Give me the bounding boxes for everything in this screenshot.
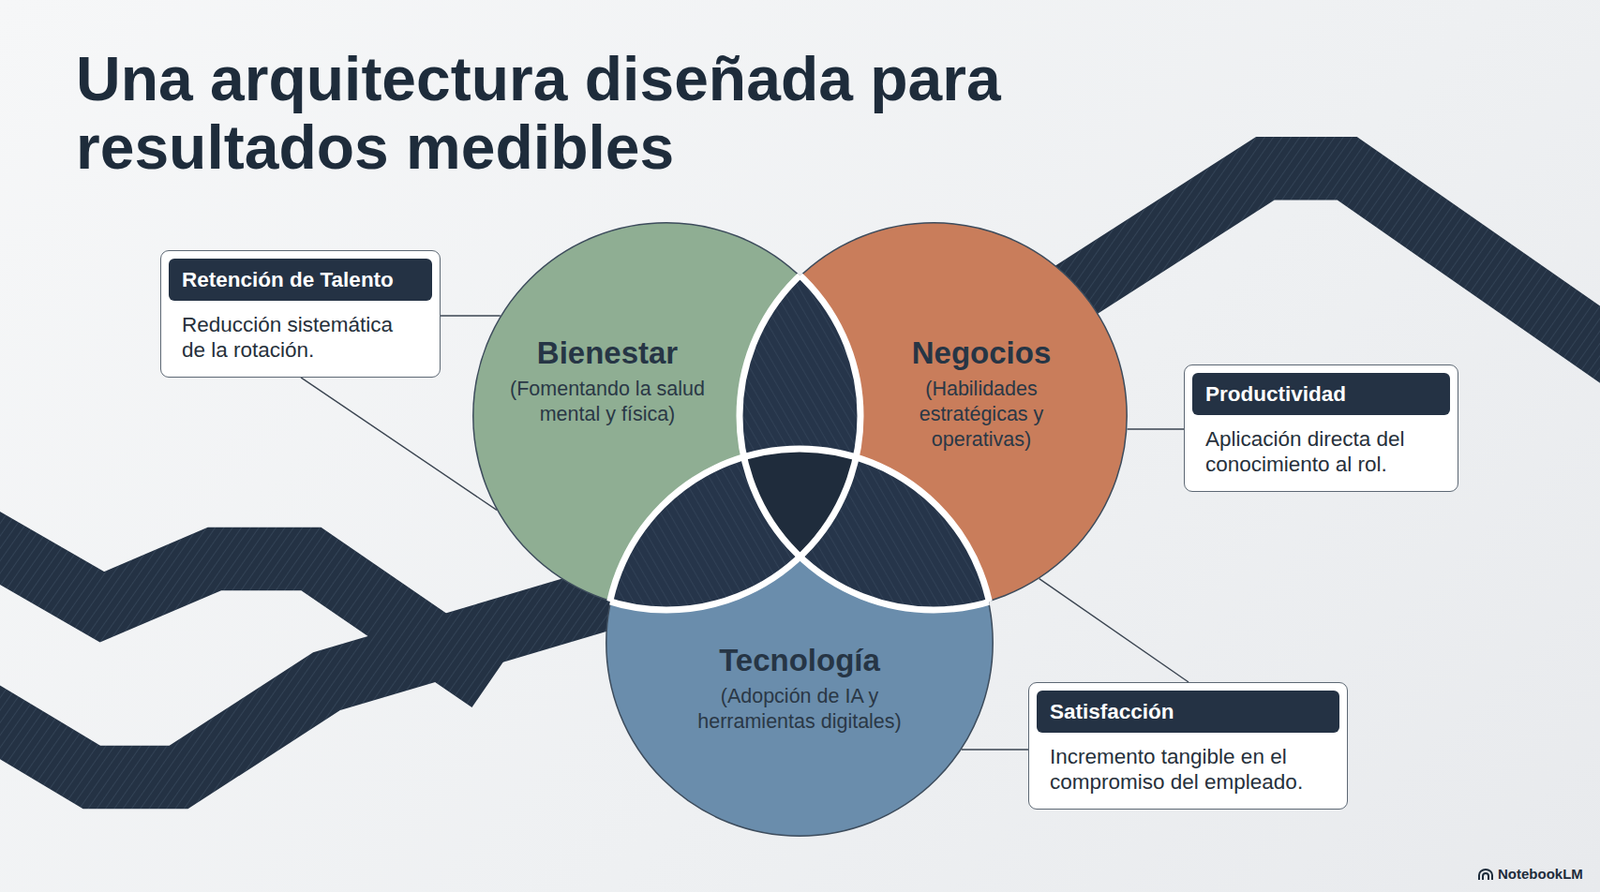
callout-box: Retención de TalentoReducción sistemátic…	[160, 250, 441, 378]
leader-line	[1039, 579, 1189, 683]
separator	[605, 448, 994, 838]
watermark: NotebookLM	[1497, 866, 1584, 883]
separator	[739, 222, 1128, 611]
overlap-ac	[605, 448, 994, 838]
circle-description: (Habilidades estratégicas y operativas)	[895, 376, 1069, 453]
overlap-bc	[605, 448, 994, 838]
circle-text-group: Negocios (Habilidades estratégicas y oper…	[895, 335, 1069, 453]
callout-heading: Productividad	[1192, 373, 1451, 416]
circle-heading: Negocios	[895, 335, 1069, 372]
notebooklm-icon	[1477, 867, 1495, 882]
venn-circle: Tecnología (Adopción de IA y herramientas…	[605, 448, 994, 838]
callout-heading: Satisfacción	[1036, 690, 1340, 733]
ribbon	[0, 597, 613, 778]
overlap-center	[605, 448, 994, 838]
leader-line	[961, 748, 1029, 750]
circle-description: (Fomentando la salud mental y física)	[490, 376, 725, 428]
circle-text-group: Tecnología (Adopción de IA y herramientas…	[672, 642, 927, 735]
callout-box: SatisfacciónIncremento tangible en el co…	[1028, 682, 1348, 810]
circle-text-group: Bienestar (Fomentando la salud mental y f…	[490, 335, 725, 428]
circle-fill	[606, 449, 993, 837]
circle-heading: Tecnología	[672, 642, 927, 679]
leader-line	[1127, 428, 1184, 430]
title: Una arquitectura diseñada para resultado…	[75, 44, 1248, 181]
callout-text: Reducción sistemática de la rotación.	[168, 300, 433, 364]
circle-heading: Bienestar	[490, 335, 725, 372]
callout-text: Aplicación directa del conocimiento al r…	[1192, 415, 1451, 479]
leader-line	[440, 314, 501, 316]
ribbon	[0, 530, 491, 682]
overlap-ab	[739, 222, 1128, 611]
callout-box: ProductividadAplicación directa del cono…	[1183, 364, 1459, 493]
ribbon	[1050, 168, 1600, 368]
circle-description: (Adopción de IA y herramientas digitales…	[672, 684, 927, 735]
leader-line	[300, 377, 497, 510]
callout-text: Incremento tangible en el compromiso del…	[1036, 732, 1340, 796]
callout-heading: Retención de Talento	[168, 258, 433, 301]
separator	[472, 222, 861, 611]
